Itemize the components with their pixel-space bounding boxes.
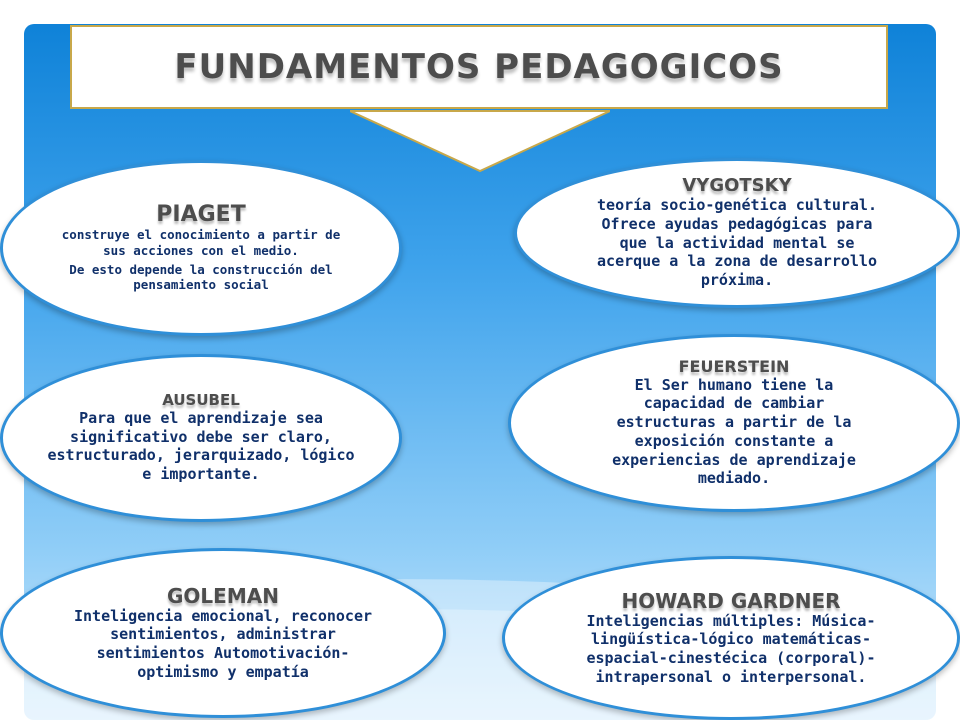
node-goleman: GOLEMAN Inteligencia emocional, reconoce… [0, 548, 446, 718]
node-piaget-title: PIAGET [156, 202, 246, 228]
node-gardner-title: HOWARD GARDNER [621, 588, 841, 613]
node-piaget: PIAGET construye el conocimiento a parti… [0, 160, 402, 336]
node-gardner-text: Inteligencias múltiples: Música-lingüíst… [586, 611, 876, 686]
node-goleman-text: Inteligencia emocional, reconocer sentim… [73, 606, 372, 681]
diagram-title: FUNDAMENTOS PEDAGOGICOS [174, 47, 784, 87]
node-vygotsky-title: VYGOTSKY [682, 175, 792, 197]
node-goleman-title: GOLEMAN [167, 583, 279, 608]
node-vygotsky-text: teoría socio-genética cultural. Ofrece a… [597, 196, 877, 290]
node-feuerstein: FEUERSTEIN El Ser humano tiene la capaci… [508, 334, 960, 512]
node-feuerstein-title: FEUERSTEIN [678, 356, 790, 376]
down-arrow-icon [350, 110, 610, 173]
node-feuerstein-text: El Ser humano tiene la capacidad de camb… [612, 375, 856, 488]
node-ausubel: AUSUBEL Para que el aprendizaje sea sign… [0, 354, 402, 522]
node-ausubel-text: Para que el aprendizaje sea significativ… [47, 408, 355, 483]
node-gardner: HOWARD GARDNER Inteligencias múltiples: … [502, 556, 960, 720]
node-vygotsky: VYGOTSKY teoría socio-genética cultural.… [514, 158, 960, 308]
node-piaget-line-2: De esto depende la construcción del pens… [69, 261, 333, 293]
node-ausubel-title: AUSUBEL [162, 391, 240, 410]
node-piaget-line-1: construye el conocimiento a partir de su… [61, 227, 341, 258]
title-box: FUNDAMENTOS PEDAGOGICOS [70, 25, 888, 109]
